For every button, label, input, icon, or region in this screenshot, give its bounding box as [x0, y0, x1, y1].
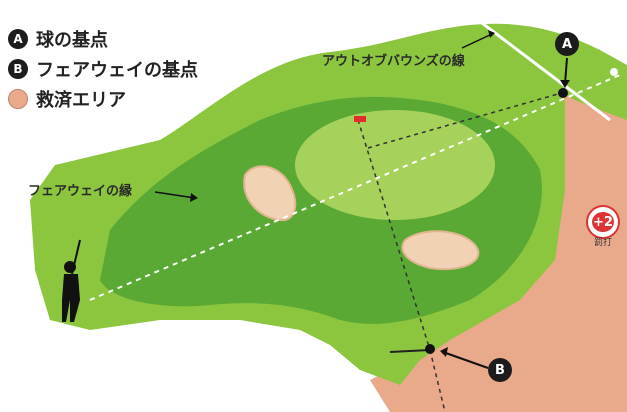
- putting-green: [295, 110, 495, 220]
- ball: [610, 68, 618, 76]
- legend-text-b: フェアウェイの基点: [36, 60, 198, 81]
- arrow-oob: [461, 33, 493, 49]
- arrow-to-a: [564, 57, 568, 85]
- point-a-dot: [558, 88, 568, 98]
- marker-b: B: [488, 358, 512, 382]
- reference-line-a: [367, 91, 566, 149]
- legend-badge-a: A: [8, 29, 28, 49]
- legend-text-relief: 救済エリア: [36, 90, 126, 111]
- arrow-fairway-edge: [154, 191, 196, 199]
- legend: A 球の基点 B フェアウェイの基点 救済エリア: [8, 24, 198, 114]
- arrow-to-b: [442, 351, 489, 369]
- flag: [354, 116, 366, 122]
- club-length-b: [389, 349, 431, 353]
- legend-badge-b: B: [8, 59, 28, 79]
- flag-line: [357, 119, 431, 351]
- legend-item-a: A 球の基点: [8, 24, 198, 54]
- penalty-strokes: +2: [592, 212, 614, 232]
- bunker-left: [243, 165, 297, 222]
- marker-a: A: [555, 32, 579, 56]
- legend-text-a: 球の基点: [36, 30, 108, 51]
- relief-swatch: [8, 89, 28, 109]
- penalty-badge: +2: [586, 205, 620, 239]
- reference-line-b: [429, 349, 446, 412]
- legend-item-relief: 救済エリア: [8, 84, 198, 114]
- bunker-right: [401, 230, 480, 271]
- penalty-unit: 罰打: [594, 238, 613, 248]
- oob-line-label: アウトオブバウンズの線: [322, 54, 465, 69]
- legend-item-b: B フェアウェイの基点: [8, 54, 198, 84]
- out-of-bounds-line: [477, 18, 611, 122]
- point-b-dot: [425, 344, 435, 354]
- golfer-silhouette: [62, 239, 81, 322]
- fairway-edge-label: フェアウェイの縁: [28, 184, 133, 199]
